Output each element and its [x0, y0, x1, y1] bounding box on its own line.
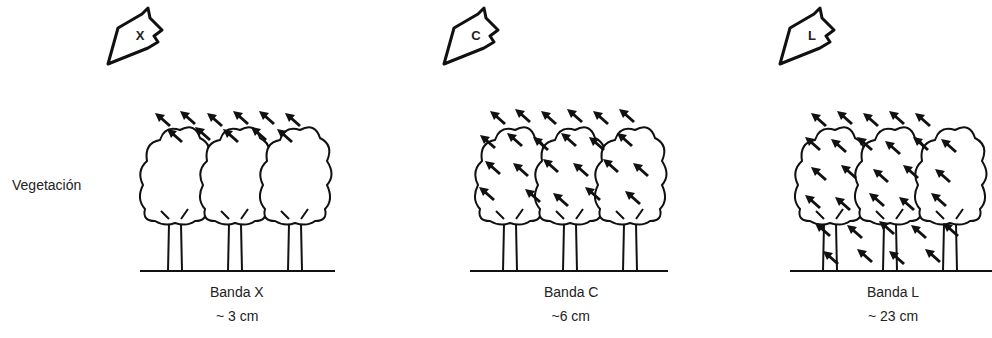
band-letter: L — [802, 28, 822, 44]
band-label: ~6 cm — [552, 307, 591, 325]
band-label: ~ 23 cm — [868, 307, 918, 325]
band-label: ~ 3 cm — [216, 307, 258, 325]
radar-sensor-icon: L — [776, 6, 838, 70]
band-letter: C — [466, 28, 486, 44]
axis-label: Vegetación — [12, 176, 81, 194]
radar-sensor-icon: C — [440, 6, 502, 70]
band-label: Banda X — [210, 283, 264, 301]
radar-sensor-icon: X — [104, 6, 166, 70]
band-label: Banda C — [544, 283, 598, 301]
band-letter: X — [130, 28, 150, 44]
radar-sensor-outline — [776, 6, 838, 70]
radar-sensor-outline — [440, 6, 502, 70]
band-label: Banda L — [867, 283, 919, 301]
radar-sensor-outline — [104, 6, 166, 70]
